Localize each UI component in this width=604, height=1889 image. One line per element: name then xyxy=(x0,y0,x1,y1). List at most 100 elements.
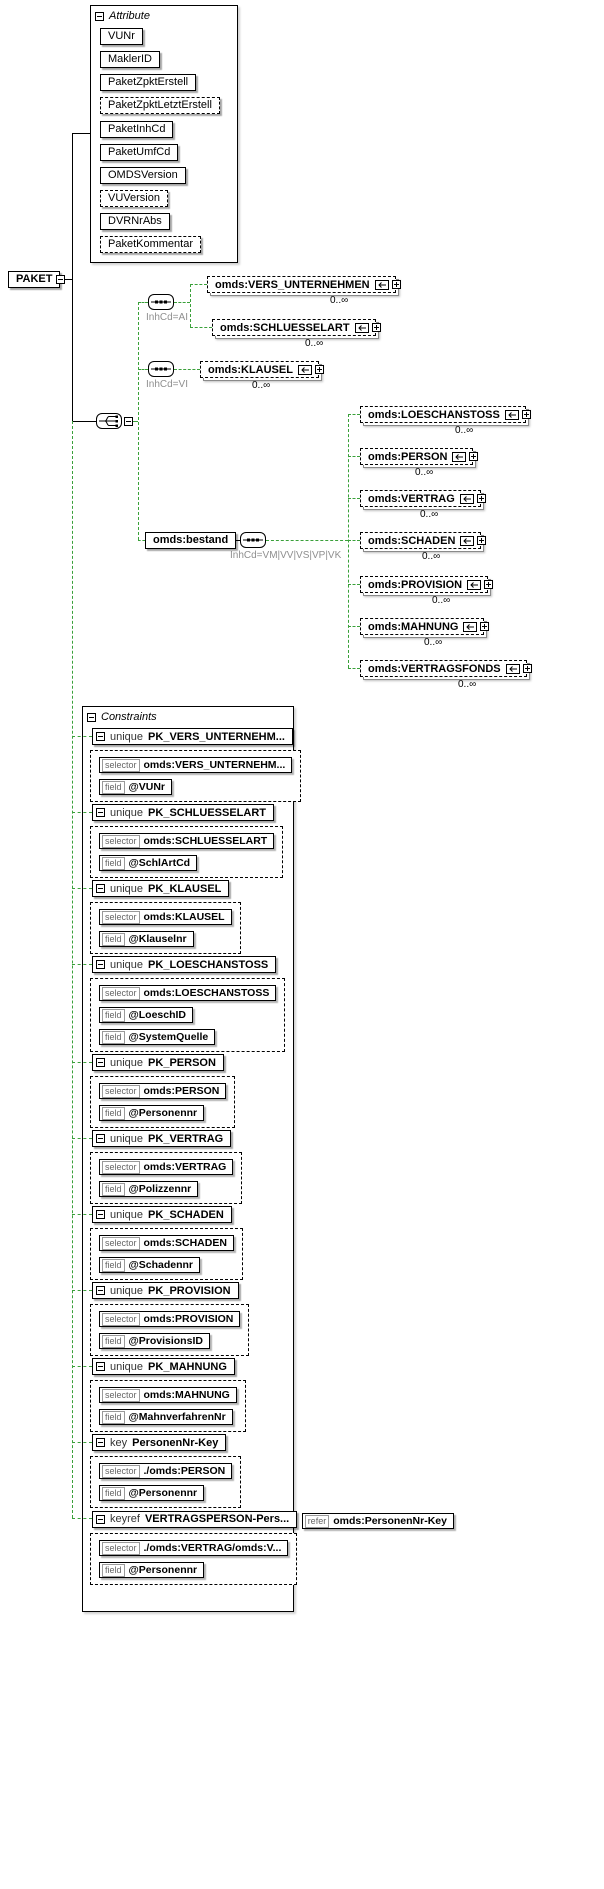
constraint-header[interactable]: keyref VERTRAGSPERSON-Pers... xyxy=(92,1510,298,1528)
collapse-icon[interactable] xyxy=(124,417,133,426)
expand-icon[interactable] xyxy=(476,494,486,503)
constraint-field[interactable]: field@Polizzennr xyxy=(99,1181,199,1197)
row-value: omds:VERS_UNTERNEHM... xyxy=(143,759,286,771)
element-vertrag[interactable]: omds:VERTRAG xyxy=(360,490,486,507)
element-klausel[interactable]: omds:KLAUSEL xyxy=(200,361,324,378)
root-element-paket[interactable]: PAKET xyxy=(8,271,61,288)
attribute-paketumfcd[interactable]: PaketUmfCd xyxy=(100,144,179,161)
expand-icon[interactable] xyxy=(522,664,532,673)
constraint-kind: unique xyxy=(110,806,144,819)
occurrence-label: 0..∞ xyxy=(330,295,349,306)
collapse-icon[interactable] xyxy=(96,808,105,817)
constraint-header[interactable]: unique PK_KLAUSEL xyxy=(92,880,230,897)
attribute-paketzpkterstell[interactable]: PaketZpktErstell xyxy=(100,74,197,91)
occurrence-label: 0..∞ xyxy=(415,467,434,478)
collapse-icon[interactable] xyxy=(96,1514,105,1524)
constraint-field[interactable]: field@Klauselnr xyxy=(99,931,194,947)
sequence-compositor-icon[interactable] xyxy=(148,361,174,382)
collapse-icon[interactable] xyxy=(96,1058,105,1067)
collapse-icon[interactable] xyxy=(96,1134,105,1143)
choice-compositor-icon[interactable] xyxy=(96,413,122,434)
constraint-field[interactable]: field@ProvisionsID xyxy=(99,1333,210,1349)
element-mahnung[interactable]: omds:MAHNUNG xyxy=(360,618,490,635)
constraint-selector[interactable]: selector./omds:PERSON xyxy=(99,1463,233,1479)
constraint-field[interactable]: field@Personennr xyxy=(99,1485,205,1501)
constraint-field[interactable]: field@SystemQuelle xyxy=(99,1029,216,1045)
expand-icon[interactable] xyxy=(521,410,531,419)
constraint-header[interactable]: unique PK_PERSON xyxy=(92,1054,224,1071)
expand-icon[interactable] xyxy=(371,323,381,332)
element-person[interactable]: omds:PERSON xyxy=(360,448,479,465)
element-provision[interactable]: omds:PROVISION xyxy=(360,576,494,593)
collapse-icon[interactable] xyxy=(96,732,105,741)
constraint-header[interactable]: key PersonenNr-Key xyxy=(92,1434,227,1451)
constraint-field[interactable]: field@LoeschID xyxy=(99,1007,194,1023)
element-schaden[interactable]: omds:SCHADEN xyxy=(360,532,487,549)
constraint-header[interactable]: unique PK_LOESCHANSTOSS xyxy=(92,956,277,973)
connector-optional xyxy=(348,414,349,668)
expand-icon[interactable] xyxy=(314,365,324,374)
element-vertragsfonds[interactable]: omds:VERTRAGSFONDS xyxy=(360,660,532,677)
constraint-header[interactable]: unique PK_SCHLUESSELART xyxy=(92,804,275,821)
collapse-icon[interactable] xyxy=(96,884,105,893)
collapse-icon[interactable] xyxy=(96,1286,105,1295)
sequence-compositor-icon[interactable] xyxy=(148,294,174,315)
connector-optional xyxy=(133,421,138,422)
expand-icon[interactable] xyxy=(469,452,479,461)
element-bestand[interactable]: omds:bestand xyxy=(145,532,237,549)
collapse-icon[interactable] xyxy=(96,1210,105,1219)
collapse-icon[interactable] xyxy=(56,275,65,284)
expand-icon[interactable] xyxy=(484,580,494,589)
attribute-vunr[interactable]: VUNr xyxy=(100,28,143,45)
element-schluesselart[interactable]: omds:SCHLUESSELART xyxy=(212,319,381,336)
constraint-field[interactable]: field@Personennr xyxy=(99,1562,205,1578)
constraint-field[interactable]: field@SchlArtCd xyxy=(99,855,198,871)
collapse-icon[interactable] xyxy=(95,11,104,21)
row-keyword: field xyxy=(102,780,125,794)
collapse-icon[interactable] xyxy=(87,712,96,722)
attribute-paketzpktletzterstell[interactable]: PaketZpktLetztErstell xyxy=(100,97,220,114)
sequence-compositor-icon[interactable] xyxy=(240,532,266,553)
constraint-field[interactable]: field@Schadennr xyxy=(99,1257,201,1273)
connector-optional xyxy=(72,421,73,1518)
element-vers-unternehmen[interactable]: omds:VERS_UNTERNEHMEN xyxy=(207,276,401,293)
attribute-vuversion[interactable]: VUVersion xyxy=(100,190,168,207)
constraint-field[interactable]: field@MahnverfahrenNr xyxy=(99,1409,233,1425)
collapse-icon[interactable] xyxy=(96,1438,105,1447)
attribute-paketinhcd[interactable]: PaketInhCd xyxy=(100,121,174,138)
constraint-header[interactable]: unique PK_SCHADEN xyxy=(92,1206,232,1223)
collapse-icon[interactable] xyxy=(96,1362,105,1371)
constraint-selector[interactable]: selector./omds:VERTRAG/omds:V... xyxy=(99,1540,289,1556)
attribute-dvrnrabs[interactable]: DVRNrAbs xyxy=(100,213,170,230)
collapse-icon[interactable] xyxy=(96,960,105,969)
attribute-maklerid[interactable]: MaklerID xyxy=(100,51,161,68)
constraint-header[interactable]: unique PK_MAHNUNG xyxy=(92,1358,235,1375)
attribute-paketkommentar[interactable]: PaketKommentar xyxy=(100,236,201,253)
expand-icon[interactable] xyxy=(391,280,401,289)
expand-icon[interactable] xyxy=(480,622,490,631)
constraint-name: PK_LOESCHANSTOSS xyxy=(148,958,269,971)
constraint-field[interactable]: field@Personennr xyxy=(99,1105,205,1121)
constraint-field[interactable]: field@VUNr xyxy=(99,779,173,795)
constraint-header[interactable]: unique PK_VERTRAG xyxy=(92,1130,232,1147)
element-loeschanstoss[interactable]: omds:LOESCHANSTOSS xyxy=(360,406,531,423)
expand-icon[interactable] xyxy=(477,536,487,545)
constraint-header[interactable]: unique PK_VERS_UNTERNEHM... xyxy=(92,728,293,745)
constraint-name: PK_MAHNUNG xyxy=(148,1360,227,1373)
row-keyword: field xyxy=(102,1106,125,1120)
constraint-body: selector./omds:PERSON field@Personennr xyxy=(90,1456,242,1508)
constraint-header[interactable]: unique PK_PROVISION xyxy=(92,1282,239,1299)
attribute-omdsversion[interactable]: OMDSVersion xyxy=(100,167,186,184)
